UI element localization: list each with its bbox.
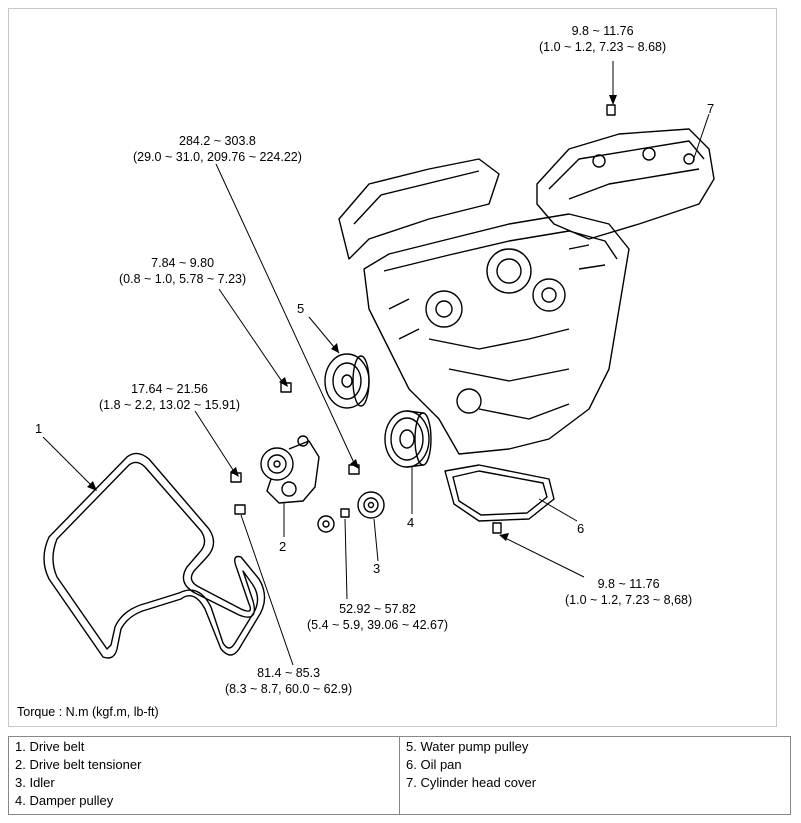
torque-spec-tensioner-pulley-bolt: 81.4 ~ 85.3 (8.3 ~ 8.7, 60.0 ~ 62.9) (225, 665, 352, 697)
left-head-cover-drawing (338, 158, 500, 260)
legend-item: 7. Cylinder head cover (406, 775, 537, 790)
torque-spec-oil-pan-bolt: 9.8 ~ 11.76 (1.0 ~ 1.2, 7.23 ~ 8,68) (565, 576, 692, 608)
engine-block-drawing (363, 213, 630, 455)
legend-item: 3. Idler (15, 775, 55, 790)
oil-pan-drawing (444, 464, 555, 522)
torque-units-note: Torque : N.m (kgf.m, lb-ft) (17, 705, 159, 719)
legend-item: 1. Drive belt (15, 739, 85, 754)
torque-range-nm: 17.64 ~ 21.56 (131, 382, 208, 396)
torque-range-nm: 52.92 ~ 57.82 (339, 602, 416, 616)
water-pump-pulley-drawing (324, 353, 370, 409)
torque-range-nm: 7.84 ~ 9.80 (151, 256, 215, 270)
legend-item: 5. Water pump pulley (406, 739, 529, 754)
diagram-drawing (42, 61, 715, 666)
idler-drawing (317, 491, 385, 533)
torque-range-nm: 284.2 ~ 303.8 (179, 134, 256, 148)
torque-range-nm: 81.4 ~ 85.3 (257, 666, 321, 680)
legend-item: 2. Drive belt tensioner (15, 757, 142, 772)
callout-4: 4 (407, 515, 415, 530)
arrowheads (87, 95, 617, 541)
callout-2: 2 (279, 539, 287, 554)
drive-belt-drawing (43, 452, 266, 659)
legend-column-left: 1. Drive belt 2. Drive belt tensioner 3.… (9, 737, 399, 814)
torque-range-nm: 9.8 ~ 11.76 (597, 577, 660, 591)
legend-item: 6. Oil pan (406, 757, 462, 772)
callout-5: 5 (297, 301, 305, 316)
torque-range-alt: (8.3 ~ 8.7, 60.0 ~ 62.9) (225, 682, 353, 696)
exploded-diagram: 9.8 ~ 11.76 (1.0 ~ 1.2, 7.23 ~ 8.68) 284… (8, 8, 777, 727)
torque-spec-tensioner-bolt: 17.64 ~ 21.56 (1.8 ~ 2.2, 13.02 ~ 15.91) (99, 381, 240, 413)
torque-spec-cover-bolt: 9.8 ~ 11.76 (1.0 ~ 1.2, 7.23 ~ 8.68) (539, 23, 666, 55)
torque-range-alt: (1.8 ~ 2.2, 13.02 ~ 15.91) (99, 398, 241, 412)
callout-3: 3 (373, 561, 381, 576)
torque-range-alt: (1.0 ~ 1.2, 7.23 ~ 8.68) (539, 40, 667, 54)
torque-spec-damper-bolt: 284.2 ~ 303.8 (29.0 ~ 31.0, 209.76 ~ 224… (133, 133, 302, 165)
callout-7: 7 (707, 101, 715, 116)
legend-item: 4. Damper pulley (15, 793, 114, 808)
torque-spec-water-pump-bolt: 7.84 ~ 9.80 (0.8 ~ 1.0, 5.78 ~ 7.23) (119, 255, 246, 287)
legend-column-right: 5. Water pump pulley 6. Oil pan 7. Cylin… (399, 737, 790, 814)
callout-1: 1 (35, 421, 43, 436)
damper-pulley-drawing (384, 410, 432, 468)
torque-range-alt: (0.8 ~ 1.0, 5.78 ~ 7.23) (119, 272, 247, 286)
cylinder-head-cover-drawing (536, 128, 715, 240)
tensioner-drawing (260, 435, 320, 504)
torque-range-nm: 9.8 ~ 11.76 (571, 24, 634, 38)
bolts-drawing (230, 104, 616, 534)
torque-range-alt: (29.0 ~ 31.0, 209.76 ~ 224.22) (133, 150, 302, 164)
parts-legend: 1. Drive belt 2. Drive belt tensioner 3.… (8, 736, 791, 815)
torque-spec-idler-bolt: 52.92 ~ 57.82 (5.4 ~ 5.9, 39.06 ~ 42.67) (307, 601, 448, 633)
torque-range-alt: (1.0 ~ 1.2, 7.23 ~ 8,68) (565, 593, 693, 607)
callout-6: 6 (577, 521, 585, 536)
torque-range-alt: (5.4 ~ 5.9, 39.06 ~ 42.67) (307, 618, 449, 632)
